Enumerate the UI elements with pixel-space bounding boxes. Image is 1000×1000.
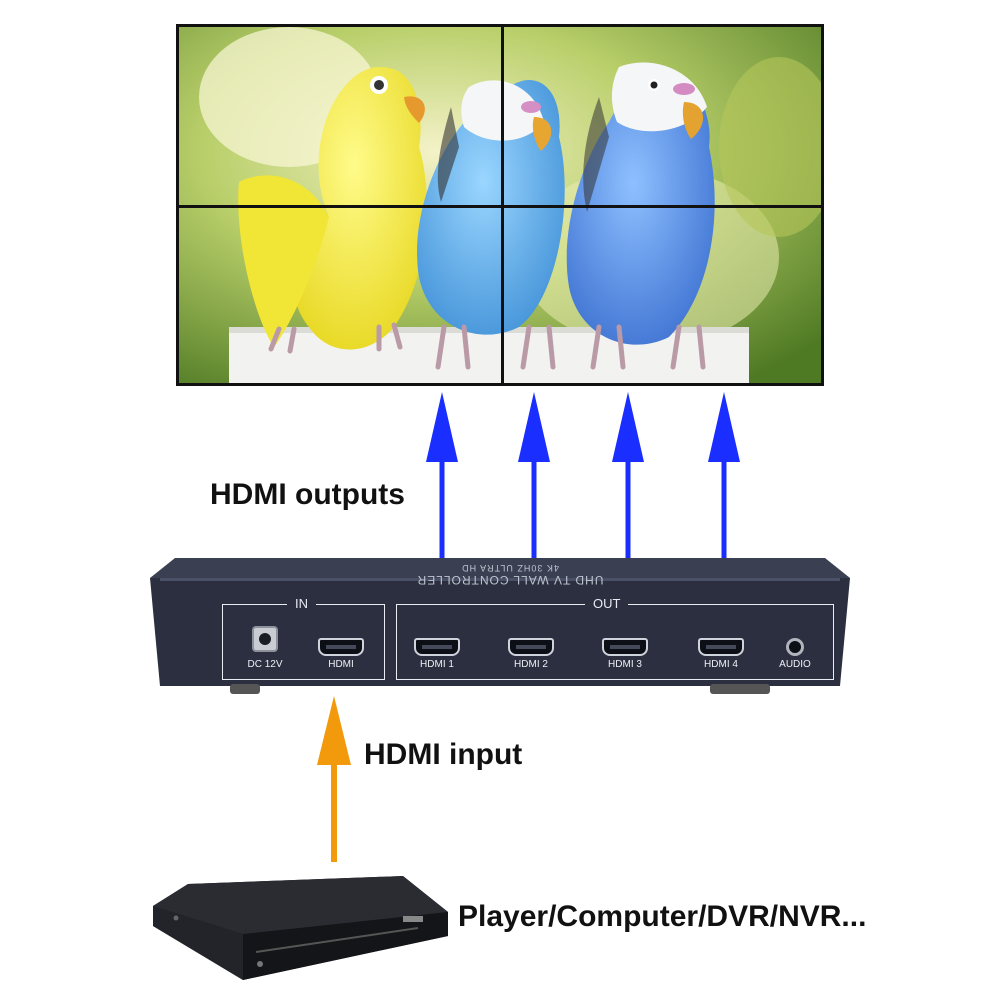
audio-jack[interactable] — [786, 638, 804, 656]
audio-port-label: AUDIO — [779, 659, 811, 670]
source-devices-label: Player/Computer/DVR/NVR... — [458, 900, 867, 933]
hdmi-output-port-4-label: HDMI 4 — [704, 659, 738, 670]
output-arrow-3 — [612, 392, 644, 575]
controller-spec-line: 4K 30HZ ULTRA HD — [461, 563, 559, 573]
wall-controller-device — [150, 558, 850, 694]
output-arrow-1 — [426, 392, 458, 575]
video-wall — [176, 24, 824, 386]
hdmi-input-port-label: HDMI — [328, 659, 354, 670]
input-panel-title: IN — [287, 596, 316, 612]
output-panel: OUT — [396, 596, 834, 680]
hdmi-output-port-1[interactable] — [414, 638, 460, 656]
hdmi-output-port-3-label: HDMI 3 — [608, 659, 642, 670]
hdmi-outputs-label: HDMI outputs — [210, 478, 405, 511]
controller-top-print: UHD TV WALL CONTROLLER 4K 30HZ ULTRA HD — [310, 562, 710, 587]
output-arrow-4 — [708, 392, 740, 575]
hdmi-output-port-1-label: HDMI 1 — [420, 659, 454, 670]
output-arrows — [426, 392, 740, 575]
wall-seam-horizontal — [179, 205, 821, 208]
dc-port-label: DC 12V — [247, 659, 283, 670]
controller-model-line: UHD TV WALL CONTROLLER — [416, 573, 604, 587]
input-panel: IN — [222, 596, 385, 680]
hdmi-output-port-2[interactable] — [508, 638, 554, 656]
input-arrow — [317, 696, 351, 862]
hdmi-input-label: HDMI input — [364, 738, 523, 771]
hdmi-output-port-3[interactable] — [602, 638, 648, 656]
parakeet-image — [179, 27, 821, 383]
hdmi-output-port-2-label: HDMI 2 — [514, 659, 548, 670]
hdmi-input-port[interactable] — [318, 638, 364, 656]
source-player-device — [153, 876, 448, 980]
dc-power-jack[interactable] — [252, 626, 278, 652]
output-panel-title: OUT — [585, 596, 629, 612]
hdmi-output-port-4[interactable] — [698, 638, 744, 656]
output-arrow-2 — [518, 392, 550, 575]
